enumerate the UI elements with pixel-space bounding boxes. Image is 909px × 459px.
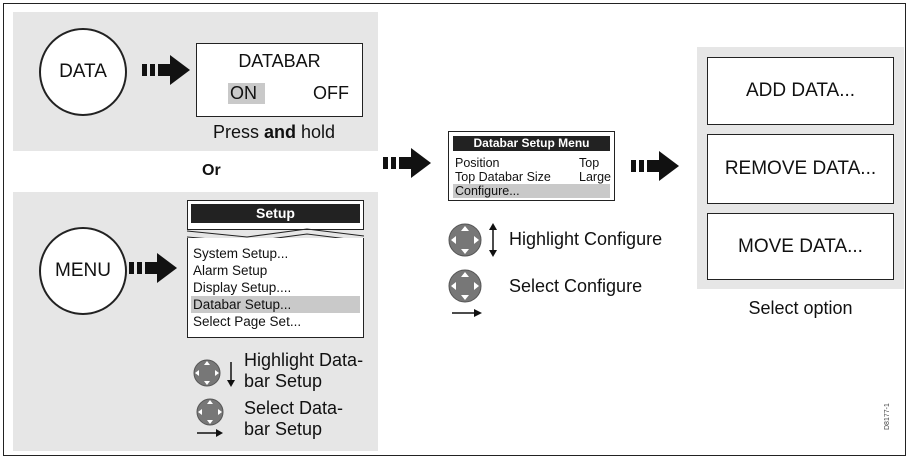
select-option-caption: Select option [748, 298, 853, 318]
figure-frame [3, 3, 906, 456]
figure-id: D8177-1 [884, 403, 891, 430]
press-prefix: Press [213, 122, 265, 142]
up-down-arrow-icon [489, 223, 497, 257]
menu-item-select-page-set[interactable]: Select Page Set... [193, 314, 302, 329]
menu-item-databar-setup[interactable]: Databar Setup... [191, 296, 360, 313]
highlight-databar-line2: bar Setup [244, 371, 323, 391]
databar-off-option[interactable]: OFF [313, 83, 349, 103]
trackpad-icon [196, 398, 224, 426]
setup-menu-screen: Setup System Setup... Alarm Setup Displa… [187, 200, 364, 338]
databar-display: DATABAR ON OFF [196, 43, 363, 117]
menu-button[interactable]: MENU [39, 227, 127, 315]
move-data-button[interactable]: MOVE DATA... [707, 213, 894, 280]
right-arrow-icon [452, 309, 482, 317]
menu-button-label: MENU [55, 260, 111, 281]
highlight-databar-line1: Highlight Data- [244, 350, 364, 370]
arrow-icon [383, 148, 431, 178]
trackpad-icon [448, 223, 482, 257]
row-configure[interactable]: Configure... [453, 184, 610, 198]
arrow-icon [142, 55, 190, 85]
data-button[interactable]: DATA [39, 28, 127, 116]
add-data-button[interactable]: ADD DATA... [707, 57, 894, 125]
databar-on-option[interactable]: ON [228, 83, 265, 104]
arrow-icon [631, 151, 679, 181]
or-label: Or [202, 162, 221, 179]
press-and-hold-caption: Press and hold [213, 122, 335, 143]
press-suffix: hold [296, 122, 336, 142]
remove-data-button[interactable]: REMOVE DATA... [707, 134, 894, 204]
select-databar-line2: bar Setup [244, 419, 323, 439]
databar-setup-menu-title: Databar Setup Menu [453, 136, 610, 151]
trackpad-icon [448, 269, 482, 303]
data-button-label: DATA [59, 61, 107, 82]
menu-item-alarm-setup[interactable]: Alarm Setup [193, 263, 268, 278]
right-arrow-icon [197, 429, 223, 437]
row-configure-label: Configure... [455, 184, 520, 198]
databar-title: DATABAR [238, 51, 321, 71]
menu-item-system-setup[interactable]: System Setup... [193, 246, 289, 261]
arrow-icon [129, 253, 177, 283]
trackpad-icon [193, 359, 221, 387]
row-size-value: Large [579, 170, 611, 184]
down-arrow-icon [227, 362, 235, 387]
row-size-label: Top Databar Size [455, 170, 551, 184]
select-configure-text: Select Configure [509, 276, 643, 296]
menu-item-display-setup[interactable]: Display Setup.... [193, 280, 292, 295]
select-databar-line1: Select Data- [244, 398, 344, 418]
highlight-configure-text: Highlight Configure [509, 229, 663, 249]
row-position-label: Position [455, 156, 500, 170]
setup-menu-title: Setup [191, 204, 360, 223]
databar-setup-menu-screen: Databar Setup Menu Position Top Top Data… [448, 131, 615, 201]
row-position-value: Top [579, 156, 600, 170]
press-bold: and [264, 122, 297, 142]
